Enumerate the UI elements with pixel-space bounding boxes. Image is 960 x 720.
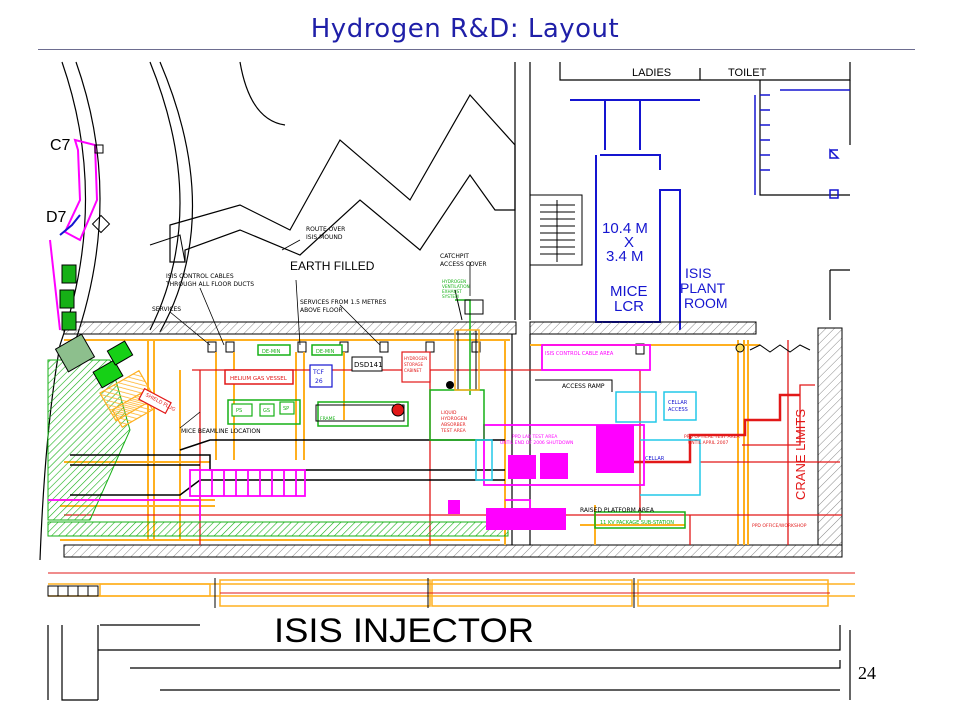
dsd141-label: DSD141: [354, 361, 383, 369]
h2-vent-line2: VENTILATION: [442, 284, 470, 289]
helium-vessel-label: HELIUM GAS VESSEL: [230, 376, 288, 382]
tcf-label-2: 26: [315, 378, 323, 385]
isis-plant-room-line2: PLANT: [680, 280, 726, 296]
d7-label: D7: [46, 209, 67, 226]
hydrogen-storage-box: [401, 351, 431, 383]
magenta-equipment: [48, 344, 651, 520]
h2-vent-line3: EXHAUST: [442, 289, 462, 294]
control-cables-line1: ISIS CONTROL CABLES: [166, 273, 234, 280]
dsd141-box: [351, 356, 383, 372]
magenta-solid-blocks: [448, 425, 634, 530]
mice-lcr-label-line1: MICE: [610, 283, 648, 300]
liquid-h2-line3: ABSORBER: [441, 422, 466, 428]
raised-platform-label: RAISED PLATFORM AREA: [580, 507, 655, 514]
isis-injector-label: ISIS INJECTOR: [274, 612, 534, 650]
hydrogen-vent-text: HYDROGEN VENTILATION EXHAUST SYSTEM: [442, 279, 470, 299]
hall-walls: [63, 321, 843, 558]
h2-vent-line1: HYDROGEN: [442, 279, 466, 284]
ppd-office-label: PPD OFFICE/WORKSHOP: [752, 523, 807, 529]
isis-plant-room-line1: ISIS: [685, 265, 711, 281]
control-cable-area-label: ISIS CONTROL CABLE AREA: [545, 351, 614, 357]
injector-hall-walls: [47, 624, 851, 701]
ppd-lab-line1: PPD LAB TEST AREA: [512, 434, 558, 440]
page-number: 24: [858, 663, 876, 683]
slide-title: Hydrogen R&D: Layout: [310, 14, 620, 44]
mice-lcr-label-line2: LCR: [614, 298, 644, 315]
control-cables-line2: THROUGH ALL FLOOR DUCTS: [165, 281, 254, 288]
catchpit-line1: CATCHPIT: [440, 253, 469, 260]
helium-vessel-box: [224, 369, 294, 385]
liquid-h2-line2: HYDROGEN: [441, 416, 467, 422]
tcf-label-1: TCF: [312, 369, 325, 376]
mice-lcr-room: [570, 99, 700, 330]
tcf-box: [309, 364, 333, 388]
route-over-line1: ROUTE OVER: [306, 226, 345, 233]
beamline-location-label: MICE BEAMLINE LOCATION: [181, 428, 261, 435]
services-from-line2: ABOVE FLOOR: [300, 307, 343, 314]
hydrogen-storage-line2: STORAGE: [404, 362, 424, 367]
cellar-access-line2: ACCESS: [668, 407, 688, 413]
ppd-optical-area-line2: UNTIL APRIL 2007: [688, 440, 728, 446]
lcr-dimension-depth: 3.4 M: [606, 248, 644, 265]
hydrogen-storage-line1: HYDROGEN: [404, 356, 427, 361]
liquid-h2-line4: TEST AREA: [440, 428, 467, 434]
title-divider: [38, 49, 915, 50]
small-green-cabinets: [231, 401, 295, 417]
injector-red-lines: [48, 572, 855, 594]
ps-label: PS: [236, 408, 242, 414]
hydrogen-vent-stack: [454, 289, 484, 390]
substation-label: 11 KV PACKAGE SUB-STATION: [600, 520, 674, 526]
services-label: SERVICES: [152, 306, 181, 313]
access-ramp-label: ACCESS RAMP: [562, 383, 605, 390]
route-over-line2: ISIS MOUND: [306, 234, 343, 241]
earth-filled-label: EARTH FILLED: [290, 259, 375, 273]
gs-label: GS: [263, 408, 270, 414]
leader-lines: [169, 239, 471, 429]
liquid-hydrogen-test-area-text: LIQUID HYDROGEN ABSORBER TEST AREA: [440, 410, 467, 434]
frame-label: FRAME: [320, 416, 335, 422]
lcr-dimension-x: X: [624, 234, 634, 251]
c7-label: C7: [50, 137, 71, 154]
rack-label-1: DE-MIN: [262, 349, 281, 355]
injector-segments: [47, 578, 635, 608]
rack-label-2: DE-MIN: [316, 349, 335, 355]
cyan-cellar-outlines: [475, 391, 701, 496]
cellar-access-line1: CELLAR: [668, 400, 688, 406]
sp-label: SP: [283, 406, 289, 412]
isis-plant-room-line3: ROOM: [684, 295, 728, 311]
services-from-line1: SERVICES FROM 1.5 METRES: [300, 299, 386, 306]
break-line: [749, 344, 811, 353]
de-min-racks: DE-MIN DE-MIN: [257, 344, 343, 356]
toilet-block: [514, 62, 851, 320]
toilet-label: TOILET: [728, 67, 767, 79]
h2-vent-line4: SYSTEM: [442, 294, 459, 299]
liquid-h2-line1: LIQUID: [441, 410, 457, 416]
crane-limits-label: CRANE LIMITS: [793, 409, 808, 500]
ppd-lab-line2: UNTIL END OF 2006 SHUTDOWN: [500, 440, 573, 446]
toilet-partitions: [754, 89, 850, 199]
catchpit-line2: ACCESS COVER: [440, 261, 487, 268]
crane-limit-red-line: [628, 393, 800, 464]
earth-mound-outline: [169, 93, 516, 263]
ppd-optical-area-line1: PPD OPTICAL TEST AREA: [684, 434, 740, 440]
stairwell: [529, 194, 583, 266]
ring-magnets: [49, 138, 111, 331]
lcr-dimension-width: 10.4 M: [602, 220, 648, 237]
hydrogen-storage-line3: CABINET: [404, 368, 422, 373]
beamline-shielding: [70, 439, 505, 496]
ladies-label: LADIES: [632, 67, 671, 79]
cellar-label: CELLAR: [645, 456, 665, 462]
